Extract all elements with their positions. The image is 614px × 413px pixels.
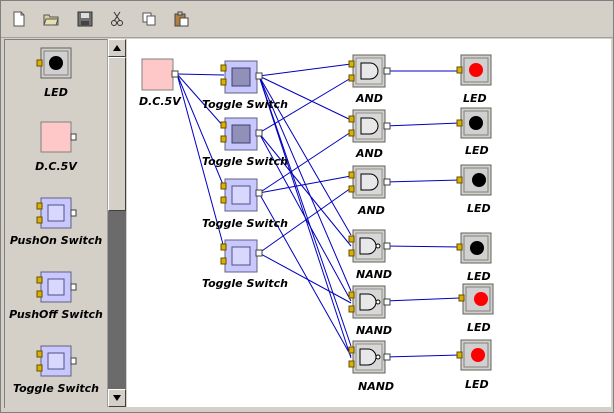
- led[interactable]: LED: [458, 283, 494, 334]
- palette-item-label: PushOn Switch: [9, 234, 103, 247]
- open-folder-icon[interactable]: [39, 7, 63, 31]
- new-file-icon[interactable]: [7, 7, 31, 31]
- paste-icon[interactable]: [169, 7, 193, 31]
- toggle-switch[interactable]: Toggle Switch: [202, 60, 288, 111]
- toggle-switch-label: Toggle Switch: [202, 277, 288, 290]
- led-on-icon: [471, 348, 485, 362]
- gate-label: NAND: [358, 380, 394, 393]
- power-source-icon: [40, 121, 77, 153]
- nand-gate[interactable]: NAND: [348, 229, 392, 281]
- scroll-up-button[interactable]: [108, 39, 126, 57]
- nand-gate[interactable]: NAND: [348, 340, 394, 393]
- arrow-down-icon: [113, 395, 121, 401]
- led-label: LED: [465, 144, 489, 157]
- led[interactable]: LED: [456, 54, 492, 105]
- arrow-up-icon: [113, 45, 121, 51]
- scroll-track[interactable]: [108, 211, 126, 389]
- circuit-canvas[interactable]: D.C.5V Toggle Switch Toggle Switch: [127, 39, 611, 407]
- led-label: LED: [463, 92, 487, 105]
- led-off-icon: [470, 241, 484, 255]
- toggle-switch[interactable]: Toggle Switch: [202, 239, 288, 290]
- led-label: LED: [467, 321, 491, 334]
- gate-label: NAND: [356, 324, 392, 337]
- and-gate[interactable]: AND: [348, 109, 391, 160]
- led[interactable]: LED: [456, 164, 492, 215]
- led[interactable]: LED: [456, 232, 492, 283]
- cut-icon[interactable]: [105, 7, 129, 31]
- dc-source[interactable]: D.C.5V: [139, 58, 182, 108]
- led-label: LED: [467, 270, 491, 283]
- toggle-switch[interactable]: Toggle Switch: [202, 178, 288, 230]
- toggle-switch-label: Toggle Switch: [202, 98, 288, 111]
- led-on-icon: [469, 63, 483, 77]
- palette-item-label: D.C.5V: [35, 160, 77, 173]
- save-icon[interactable]: [73, 7, 97, 31]
- led-off-icon: [472, 173, 486, 187]
- component-palette: LED D.C.5V PushOn Switch: [4, 39, 107, 408]
- palette-item-label: Toggle Switch: [13, 382, 99, 395]
- scroll-thumb[interactable]: [108, 57, 126, 211]
- wires: [176, 63, 461, 359]
- switch-icon: [36, 345, 77, 377]
- copy-icon[interactable]: [137, 7, 161, 31]
- switch-icon: [36, 271, 77, 303]
- gate-label: AND: [355, 92, 383, 105]
- palette-item-label: PushOff Switch: [9, 308, 103, 321]
- gate-label: AND: [357, 204, 385, 217]
- led-on-icon: [474, 292, 488, 306]
- toggle-switch-label: Toggle Switch: [202, 155, 288, 168]
- palette-item-label: LED: [44, 86, 68, 99]
- gate-label: NAND: [356, 268, 392, 281]
- toolbar: [1, 1, 613, 38]
- led[interactable]: LED: [456, 107, 492, 157]
- led-off-icon: [469, 116, 483, 130]
- dc-source-label: D.C.5V: [139, 95, 182, 108]
- toggle-switch[interactable]: Toggle Switch: [202, 117, 288, 168]
- and-gate[interactable]: AND: [348, 54, 391, 105]
- led-label: LED: [465, 378, 489, 391]
- led-label: LED: [467, 202, 491, 215]
- scroll-down-button[interactable]: [108, 389, 126, 407]
- toggle-switch-label: Toggle Switch: [202, 217, 288, 230]
- led-icon: [36, 47, 72, 79]
- nand-gate[interactable]: NAND: [348, 285, 392, 337]
- switch-icon: [36, 197, 77, 229]
- and-gate[interactable]: AND: [348, 165, 391, 217]
- led[interactable]: LED: [456, 339, 492, 391]
- palette-scrollbar[interactable]: [107, 39, 126, 407]
- gate-label: AND: [355, 147, 383, 160]
